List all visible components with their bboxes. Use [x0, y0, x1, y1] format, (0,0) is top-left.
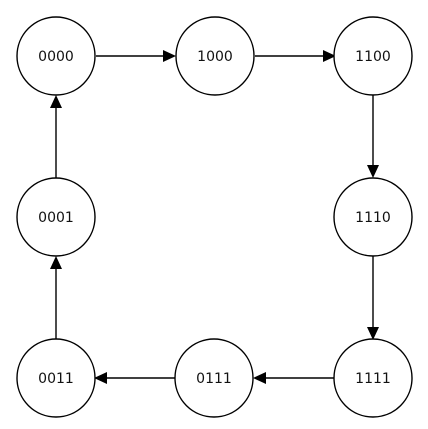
- state-node-1100: 1100: [333, 16, 413, 96]
- edge-0000-to-1000: [96, 50, 176, 62]
- state-node-0111: 0111: [174, 338, 254, 418]
- state-node-0001: 0001: [16, 177, 96, 257]
- edge-1000-to-1100: [255, 50, 336, 62]
- arrowhead-icon: [50, 256, 62, 269]
- state-circle: [16, 16, 96, 96]
- arrowhead-icon: [253, 372, 266, 384]
- state-node-1111: 1111: [333, 338, 413, 418]
- edge-1111-to-0111: [253, 372, 334, 384]
- state-circle: [333, 177, 413, 257]
- state-circle: [16, 177, 96, 257]
- arrowhead-icon: [94, 372, 107, 384]
- state-label: 1100: [355, 49, 391, 65]
- state-node-0000: 0000: [16, 16, 96, 96]
- state-label: 1000: [197, 49, 233, 65]
- state-nodes: 0000 1000 1100 1110 1111 0111 0011 0001: [16, 16, 413, 418]
- edge-0111-to-0011: [94, 372, 175, 384]
- state-circle: [16, 338, 96, 418]
- state-node-1110: 1110: [333, 177, 413, 257]
- state-circle: [174, 338, 254, 418]
- transition-edges: [50, 50, 379, 384]
- arrowhead-icon: [367, 327, 379, 340]
- arrowhead-icon: [323, 50, 336, 62]
- arrowhead-icon: [163, 50, 176, 62]
- edge-0011-to-0001: [50, 256, 62, 339]
- edge-0001-to-0000: [50, 95, 62, 178]
- edge-1100-to-1110: [367, 95, 379, 178]
- state-label: 0011: [38, 371, 74, 387]
- state-label: 0001: [38, 210, 74, 226]
- arrowhead-icon: [50, 95, 62, 108]
- state-label: 0000: [38, 49, 74, 65]
- state-circle: [333, 16, 413, 96]
- state-circle: [175, 16, 255, 96]
- edge-1110-to-1111: [367, 256, 379, 340]
- state-node-1000: 1000: [175, 16, 255, 96]
- state-node-0011: 0011: [16, 338, 96, 418]
- arrowhead-icon: [367, 165, 379, 178]
- state-label: 1110: [355, 210, 391, 226]
- state-circle: [333, 338, 413, 418]
- state-label: 1111: [355, 371, 391, 387]
- state-label: 0111: [196, 371, 232, 387]
